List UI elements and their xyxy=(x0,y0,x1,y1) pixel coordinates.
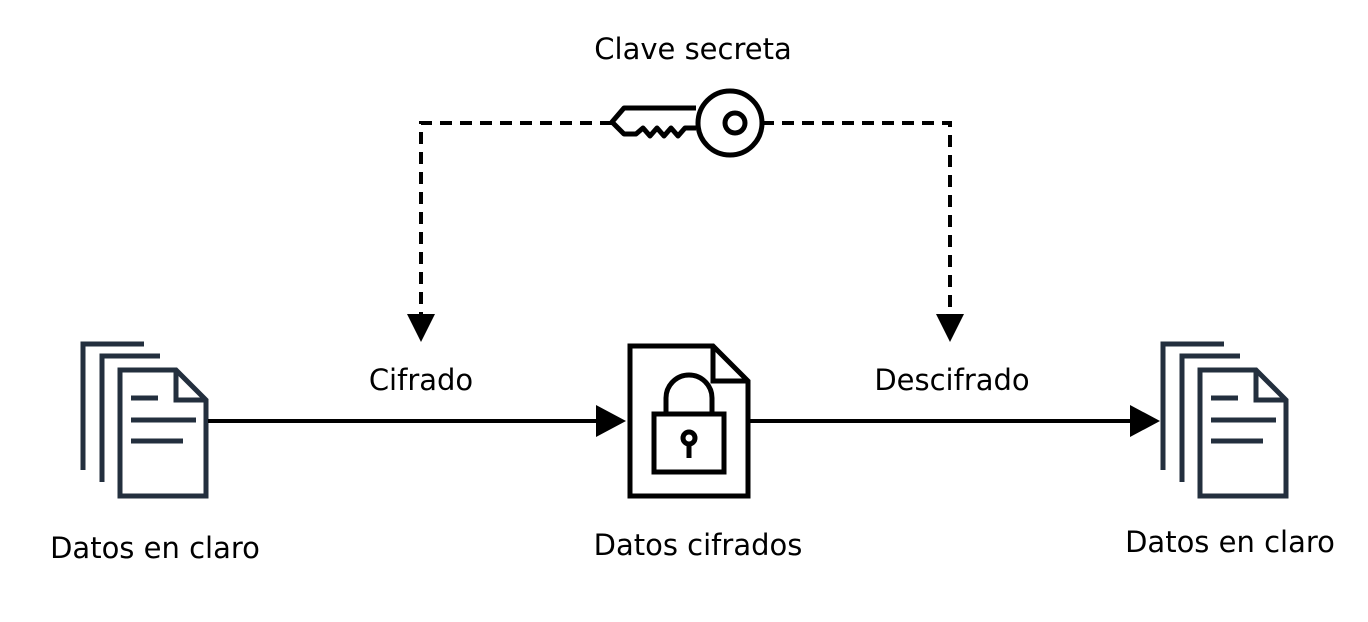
decrypt-label: Descifrado xyxy=(874,363,1029,397)
secret-key-label: Clave secreta xyxy=(594,32,791,66)
key-bow xyxy=(695,88,765,158)
key-line-to-encrypt xyxy=(419,121,612,318)
encrypt-label: Cifrado xyxy=(369,363,473,397)
locked-file-fold xyxy=(710,346,748,384)
doc-fold xyxy=(173,370,206,403)
key-line-to-decrypt xyxy=(762,121,952,318)
decrypt-arrowhead xyxy=(1130,405,1160,437)
ciphertext-label: Datos cifrados xyxy=(594,528,803,562)
documents-icon-left xyxy=(80,341,209,499)
key-distribution-lines xyxy=(419,121,952,318)
locked-file-icon xyxy=(627,343,751,499)
padlock-body xyxy=(651,411,727,475)
key-hole xyxy=(722,110,748,136)
key-icon xyxy=(609,88,765,158)
decrypt-key-arrowhead xyxy=(936,314,964,342)
encrypt-key-arrowhead xyxy=(407,314,435,342)
doc-fold xyxy=(1253,370,1286,403)
encrypt-arrowhead xyxy=(596,405,626,437)
key-shaft xyxy=(609,105,696,139)
doc-front xyxy=(1197,367,1289,499)
plaintext-right-label: Datos en claro xyxy=(1125,525,1335,559)
doc-front xyxy=(117,367,209,499)
documents-icon-right xyxy=(1160,341,1289,499)
padlock-shackle xyxy=(663,372,715,414)
plaintext-left-label: Datos en claro xyxy=(50,531,260,565)
